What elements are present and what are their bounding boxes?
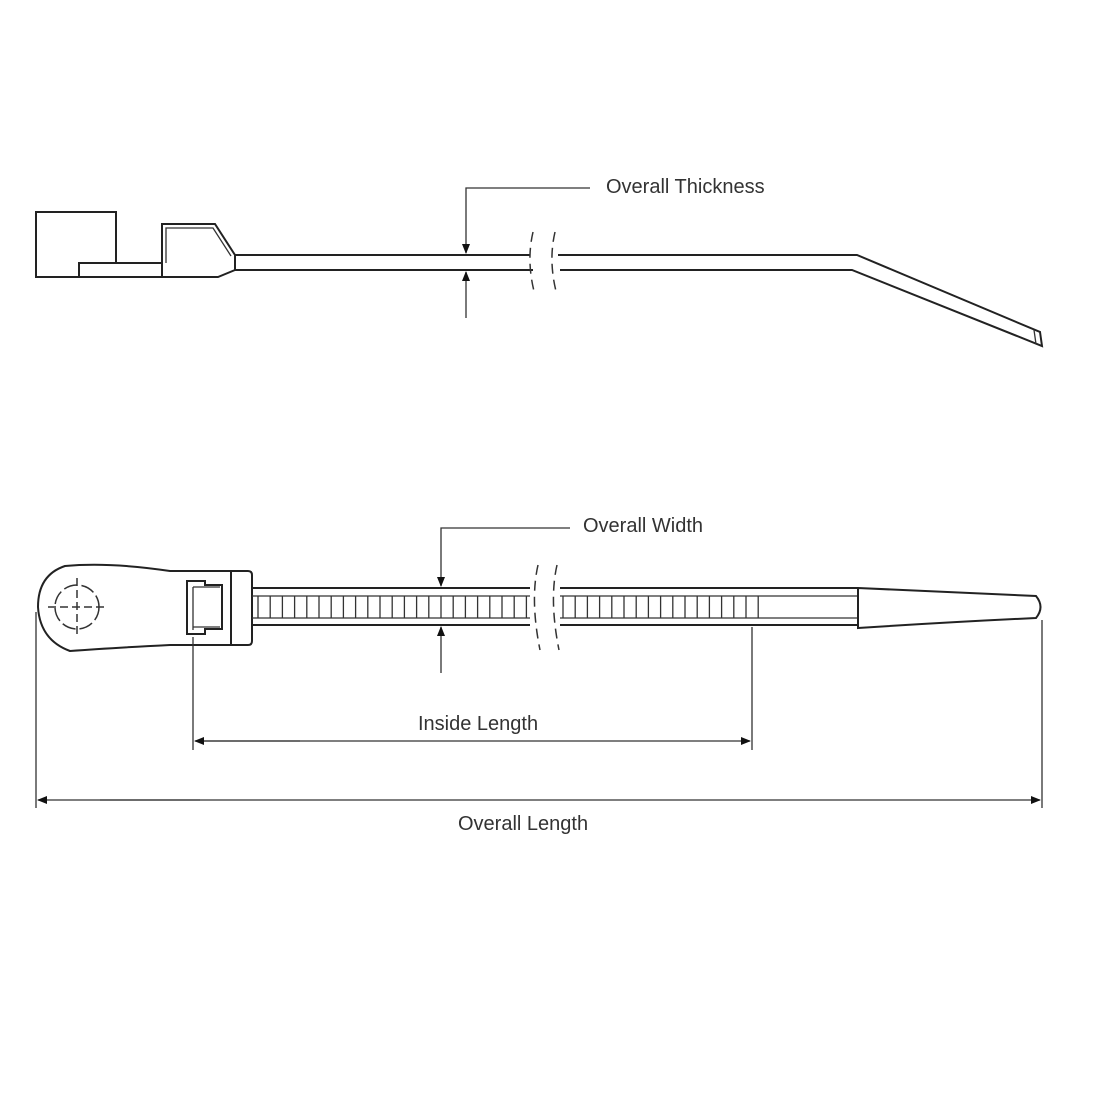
- label-inside-length: Inside Length: [418, 713, 538, 735]
- mounting-head: [36, 563, 253, 653]
- label-overall-width: Overall Width: [583, 515, 703, 537]
- width-leader: [437, 527, 570, 587]
- top-view: Overall Width Inside Length Overall Leng…: [35, 515, 1043, 835]
- thickness-leader: [462, 187, 590, 254]
- break-marks-top: [533, 564, 560, 651]
- label-overall-length: Overall Length: [458, 813, 588, 835]
- break-marks: [529, 231, 558, 296]
- center-mark: [48, 578, 106, 636]
- base-plate: [78, 262, 163, 278]
- strap-side-tail: [558, 254, 1044, 348]
- pawl: [186, 580, 223, 635]
- strap-top: [252, 587, 858, 626]
- strap-side: [235, 254, 533, 271]
- ratchet-teeth: [257, 596, 759, 618]
- strap-tail: [857, 586, 1042, 630]
- label-overall-thickness: Overall Thickness: [606, 176, 765, 198]
- side-view: Overall Thickness: [35, 176, 1044, 348]
